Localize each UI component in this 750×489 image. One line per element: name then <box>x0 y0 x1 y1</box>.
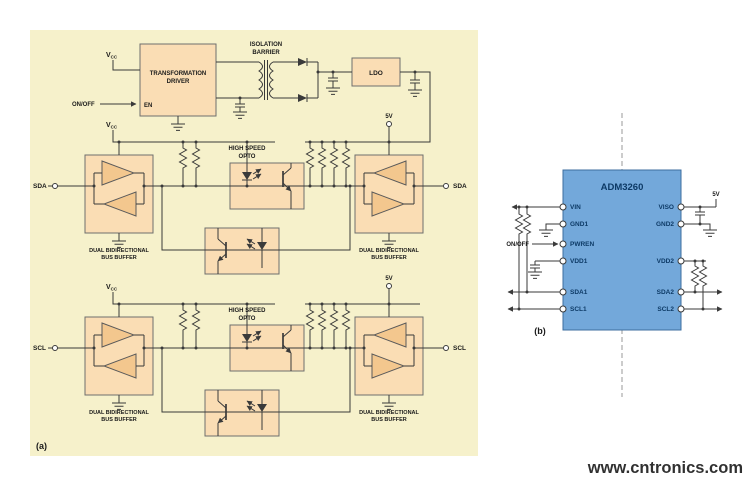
bus-buffer-block-scl-right <box>354 316 424 396</box>
scl-terminal-left <box>52 345 58 351</box>
ldo-block <box>351 57 401 87</box>
pin-vin <box>559 203 567 211</box>
pin-label-gnd1: GND1 <box>570 221 588 228</box>
scl-label-left: SCL <box>33 345 46 352</box>
five-v-label-sda: 5V <box>385 114 392 120</box>
pin-sda1 <box>559 288 567 296</box>
panel-b-caption: (b) <box>534 326 546 336</box>
watermark: www.cntronics.com <box>587 459 743 477</box>
sda-label-left: SDA <box>33 183 47 190</box>
led-symbol <box>246 390 267 430</box>
wire <box>112 60 431 143</box>
pin-label-vdd1: VDD1 <box>570 258 588 265</box>
pin-pwren <box>559 240 567 248</box>
pullup-resistor <box>691 263 699 289</box>
pin-vdd2 <box>677 257 685 265</box>
buffer-triangles <box>101 160 407 379</box>
bus-buffer-block-sda-right <box>354 154 424 234</box>
panel-a: VCC VCC VCC ON/OFF EN TRANSFORMATION DRI… <box>30 30 478 456</box>
vcc-label-scl: VCC <box>106 284 118 292</box>
led-symbol <box>246 228 267 268</box>
phototransistor-symbol <box>282 325 292 371</box>
pin-gnd1 <box>559 220 567 228</box>
pin-scl2 <box>677 305 685 313</box>
pin-viso <box>677 203 685 211</box>
isolation-barrier-label2: BARRIER <box>252 50 280 56</box>
pullup-resistor <box>699 263 707 289</box>
pin-sda2 <box>677 288 685 296</box>
scl-terminal-right <box>443 345 449 351</box>
pin-label-vin: VIN <box>570 204 581 211</box>
pullup-resistor <box>523 211 531 237</box>
on-off-label: ON/OFF <box>72 102 95 108</box>
scl-label-right: SCL <box>453 345 466 352</box>
pin-label-scl1: SCL1 <box>570 306 587 313</box>
on-off-label-b: ON/OFF <box>506 242 529 248</box>
pin-label-pwren: PWREN <box>570 241 595 248</box>
high-speed-opto-label-scl2: OPTO <box>239 316 256 322</box>
junction-dots <box>517 205 705 311</box>
buffer-caption-sda-left2: BUS BUFFER <box>101 255 136 261</box>
bus-buffer-block-sda-left <box>84 154 154 234</box>
rectifier-diodes <box>298 58 308 102</box>
sda-terminal-right <box>443 183 449 189</box>
transformer-symbol <box>258 60 274 100</box>
transformation-driver-label: TRANSFORMATION <box>150 71 207 77</box>
five-v-terminal-scl <box>386 283 392 289</box>
buffer-caption-sda-right2: BUS BUFFER <box>371 255 406 261</box>
sda-label-right: SDA <box>453 183 467 190</box>
ldo-label: LDO <box>369 70 383 77</box>
vcc-label-sda: VCC <box>106 122 118 130</box>
pin-gnd2 <box>677 220 685 228</box>
led-symbol <box>242 168 262 186</box>
chip-pin-circles <box>559 203 685 313</box>
led-symbol <box>242 330 262 348</box>
pullup-resistor <box>515 211 523 237</box>
panel-b-wires <box>507 199 723 312</box>
power-stage-wires <box>100 58 431 143</box>
ground-symbol <box>527 271 543 279</box>
buffer-caption-scl-left: DUAL BIDIRECTIONAL <box>89 410 149 416</box>
ground-symbol <box>702 229 718 237</box>
buffer-caption-scl-right: DUAL BIDIRECTIONAL <box>359 410 419 416</box>
sda-terminal-left <box>52 183 58 189</box>
sda-channel-wires <box>48 126 443 274</box>
pin-label-scl2: SCL2 <box>657 306 674 313</box>
opto-block-sda-2 <box>204 227 280 275</box>
panel-b: ADM3260 <box>506 113 723 397</box>
scl-channel-wires <box>48 288 443 436</box>
buffer-caption-sda-left: DUAL BIDIRECTIONAL <box>89 248 149 254</box>
high-speed-opto-label-scl: HIGH SPEED <box>228 308 266 314</box>
pin-scl1 <box>559 305 567 313</box>
buffer-caption-scl-left2: BUS BUFFER <box>101 417 136 423</box>
five-v-label-scl: 5V <box>385 276 392 282</box>
opto-block-scl-2 <box>204 389 280 437</box>
transformation-driver-block <box>139 43 217 117</box>
isolation-barrier-label: ISOLATION <box>250 42 282 48</box>
junction-dots <box>92 70 417 350</box>
pin-label-sda2: SDA2 <box>657 289 675 296</box>
panel-a-caption: (a) <box>36 441 47 451</box>
pin-label-gnd2: GND2 <box>656 221 674 228</box>
vcc-label-top: VCC <box>106 52 118 60</box>
ground-symbol <box>538 229 554 237</box>
five-v-label-b: 5V <box>712 192 719 198</box>
phototransistor-symbol <box>282 163 292 209</box>
en-label: EN <box>144 103 152 109</box>
phototransistor-symbol <box>217 390 227 436</box>
transformation-driver-label2: DRIVER <box>167 79 190 85</box>
pin-vdd1 <box>559 257 567 265</box>
bus-buffer-block-scl-left <box>84 316 154 396</box>
pin-label-viso: VISO <box>658 204 674 211</box>
pin-label-sda1: SDA1 <box>570 289 588 296</box>
high-speed-opto-label-sda2: OPTO <box>239 154 256 160</box>
five-v-terminal-sda <box>386 121 392 127</box>
buffer-caption-sda-right: DUAL BIDIRECTIONAL <box>359 248 419 254</box>
phototransistor-symbol <box>217 228 227 274</box>
chip-name-label: ADM3260 <box>601 182 644 193</box>
high-speed-opto-label-sda: HIGH SPEED <box>228 146 266 152</box>
adm3260-chip <box>562 169 682 331</box>
pin-label-vdd2: VDD2 <box>657 258 675 265</box>
buffer-caption-scl-right2: BUS BUFFER <box>371 417 406 423</box>
